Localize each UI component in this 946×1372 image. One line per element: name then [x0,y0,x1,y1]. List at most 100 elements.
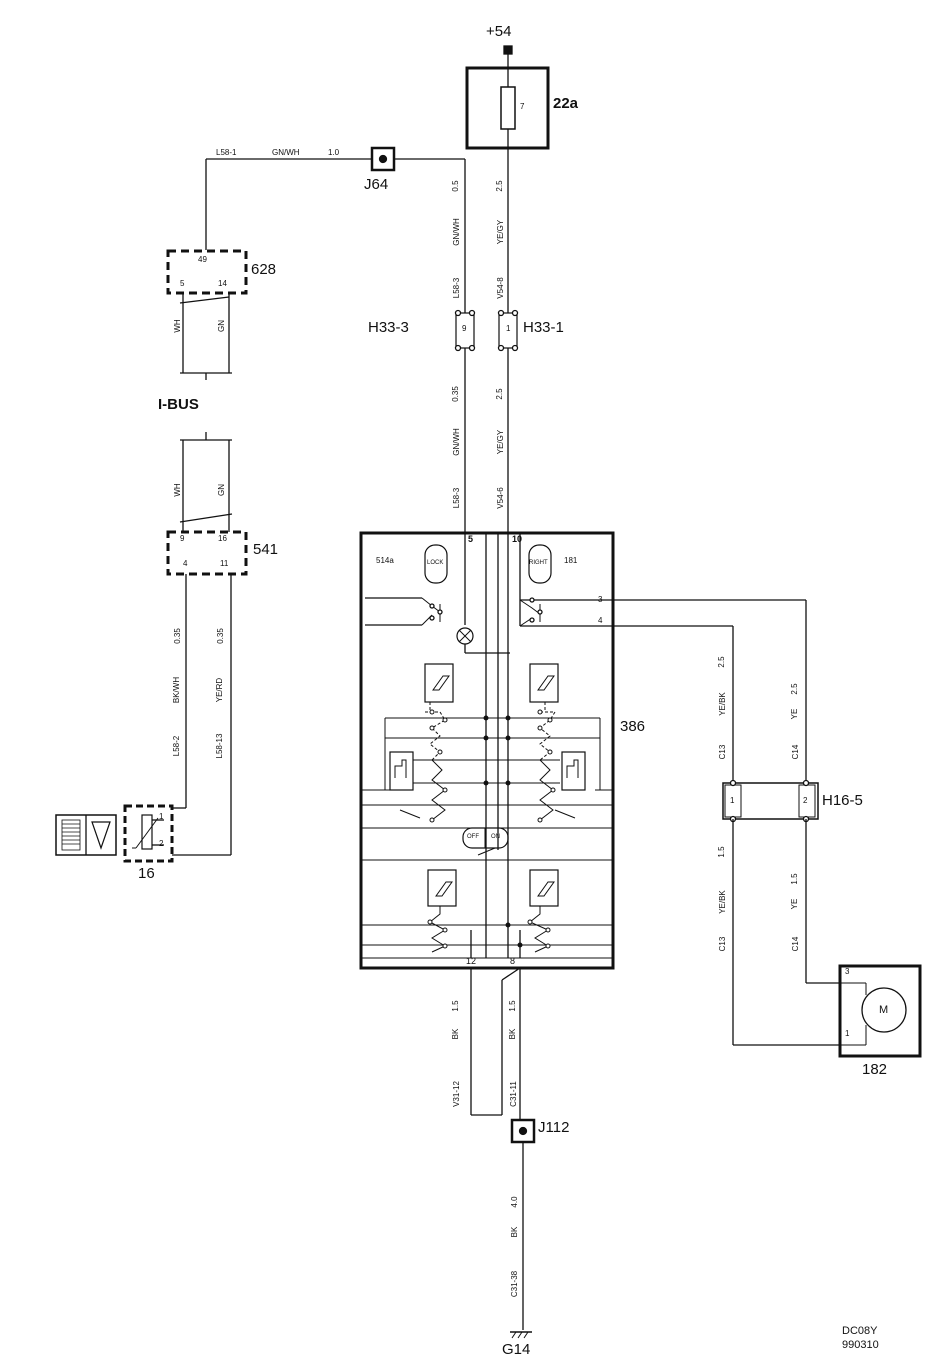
wire-top-id: L58-1 [216,148,237,157]
fuse-number: 7 [520,102,525,111]
wire-gnd-main-color: BK [510,1226,519,1238]
junction-j64-label: J64 [364,176,389,193]
pin-h16-1: 1 [730,796,735,805]
pin-h33-1: 1 [506,324,511,333]
wire-gnd-left-id: V31-12 [452,1081,461,1107]
pin-541-11: 11 [220,559,229,568]
diagram-code: DC08Y [842,1325,878,1337]
wire-gnwh-lower-size: 0.35 [451,386,460,402]
wire-541-left-id: L58-2 [172,735,181,757]
pin-386-3: 3 [598,595,603,604]
wire-top-size: 1.0 [328,148,340,157]
relay-left [389,751,414,791]
wire-yegy-lower-color: YE/GY [496,429,505,455]
wire-yegy-upper-color: YE/GY [496,219,505,245]
wire-yegy-upper-id: V54-8 [496,277,505,299]
wire-h16-right-bot-size: 1.5 [790,873,799,885]
pin-16-2: 2 [159,839,164,848]
wire-gnd-main-size: 4.0 [510,1196,519,1208]
wire-h16-left-top-id: C13 [718,744,727,760]
ibus-wh-bot: WH [173,483,182,497]
module-541-label: 541 [253,541,279,558]
ibus-gn-top: GN [217,320,226,332]
wire-h16-right-bot-color: YE [790,898,799,910]
sensor-16-label: 16 [138,865,155,882]
pin-16-1: 1 [159,812,164,821]
wire-gnd-right-id: C31-11 [509,1081,518,1107]
wire-gnd-right-color: BK [508,1028,517,1040]
motor-symbol: M [879,1004,889,1016]
wire-gnd-main-id: C31-38 [510,1270,519,1298]
connector-h33-3-label: H33-3 [368,319,409,336]
diagram-date: 990310 [842,1339,879,1351]
sub-181: 181 [564,556,578,565]
wire-h16-left-bot-color: YE/BK [718,890,727,914]
wire-h16-left-top-size: 2.5 [717,656,726,668]
wire-541-right-id: L58-13 [215,733,224,759]
pin-386-4: 4 [598,616,603,625]
supply-terminal [503,45,513,55]
ground-label: G14 [502,1341,531,1358]
pin-h33-3: 9 [462,324,467,333]
pin-182-1: 1 [845,1029,850,1038]
sensor-16 [123,804,174,863]
pin-628-5: 5 [180,279,185,288]
wire-gnwh-upper-color: GN/WH [452,218,461,246]
switch-right-label: RIGHT [529,560,548,566]
wire-h16-left-top-color: YE/BK [718,692,727,716]
pin-386-10: 10 [512,534,523,544]
switch-on-label: ON [491,834,500,840]
wire-gnwh-upper-size: 0.5 [451,180,460,192]
pin-541-9: 9 [180,534,185,543]
wire-yegy-upper-size: 2.5 [495,180,504,192]
wire-gnd-right-size: 1.5 [508,1000,517,1012]
junction-j112-label: J112 [538,1119,570,1136]
motor-182-label: 182 [862,1061,888,1078]
module-628-label: 628 [251,261,277,278]
connector-h16-5-label: H16-5 [822,792,863,809]
pin-h16-2: 2 [803,796,808,805]
ground-icon [510,1331,532,1339]
wire-h16-right-top-color: YE [790,708,799,720]
wire-h16-left-bot-id: C13 [718,936,727,952]
wire-541-right-color: YE/RD [215,677,224,703]
fuse-label: 22a [553,95,579,112]
motor-icon [861,987,907,1033]
ibus-wh-top: WH [173,319,182,333]
pin-386-8: 8 [510,956,516,966]
connector-h33-1-label: H33-1 [523,319,564,336]
module-541 [166,530,248,576]
wire-541-left-size: 0.35 [173,628,182,644]
module-628 [166,249,248,295]
wire-h16-left-bot-size: 1.5 [717,846,726,858]
wire-top-color: GN/WH [272,148,300,157]
pin-386-5: 5 [468,534,474,544]
wire-yegy-lower-id: V54-6 [496,487,505,509]
pin-386-12: 12 [466,956,477,966]
wire-gnwh-upper-id: L58-3 [452,277,461,299]
supply-label: +54 [486,23,512,40]
switch-lock-label: LOCK [427,560,444,566]
pin-628-49: 49 [198,255,207,264]
wire-h16-right-top-id: C14 [791,744,800,760]
wire-h16-right-top-size: 2.5 [790,683,799,695]
wire-gnwh-lower-id: L58-3 [452,487,461,509]
relay-right [561,751,586,791]
connector-h16-5 [722,782,819,820]
wire-541-left-color: BK/WH [172,676,181,704]
wire-gnd-left-size: 1.5 [451,1000,460,1012]
motor-182 [838,964,922,1058]
ibus-label: I-BUS [158,396,199,413]
wire-h16-right-bot-id: C14 [791,936,800,952]
pin-541-4: 4 [183,559,188,568]
sub-514a: 514a [376,556,394,565]
module-386-label: 386 [620,718,646,735]
wire-gnwh-lower-color: GN/WH [452,428,461,456]
wire-gnd-left-color: BK [451,1028,460,1040]
wire-yegy-lower-size: 2.5 [495,388,504,400]
ibus-gn-bot: GN [217,484,226,496]
pin-541-16: 16 [218,534,227,543]
fuse-element [500,86,516,130]
control-module-386 [359,531,615,970]
